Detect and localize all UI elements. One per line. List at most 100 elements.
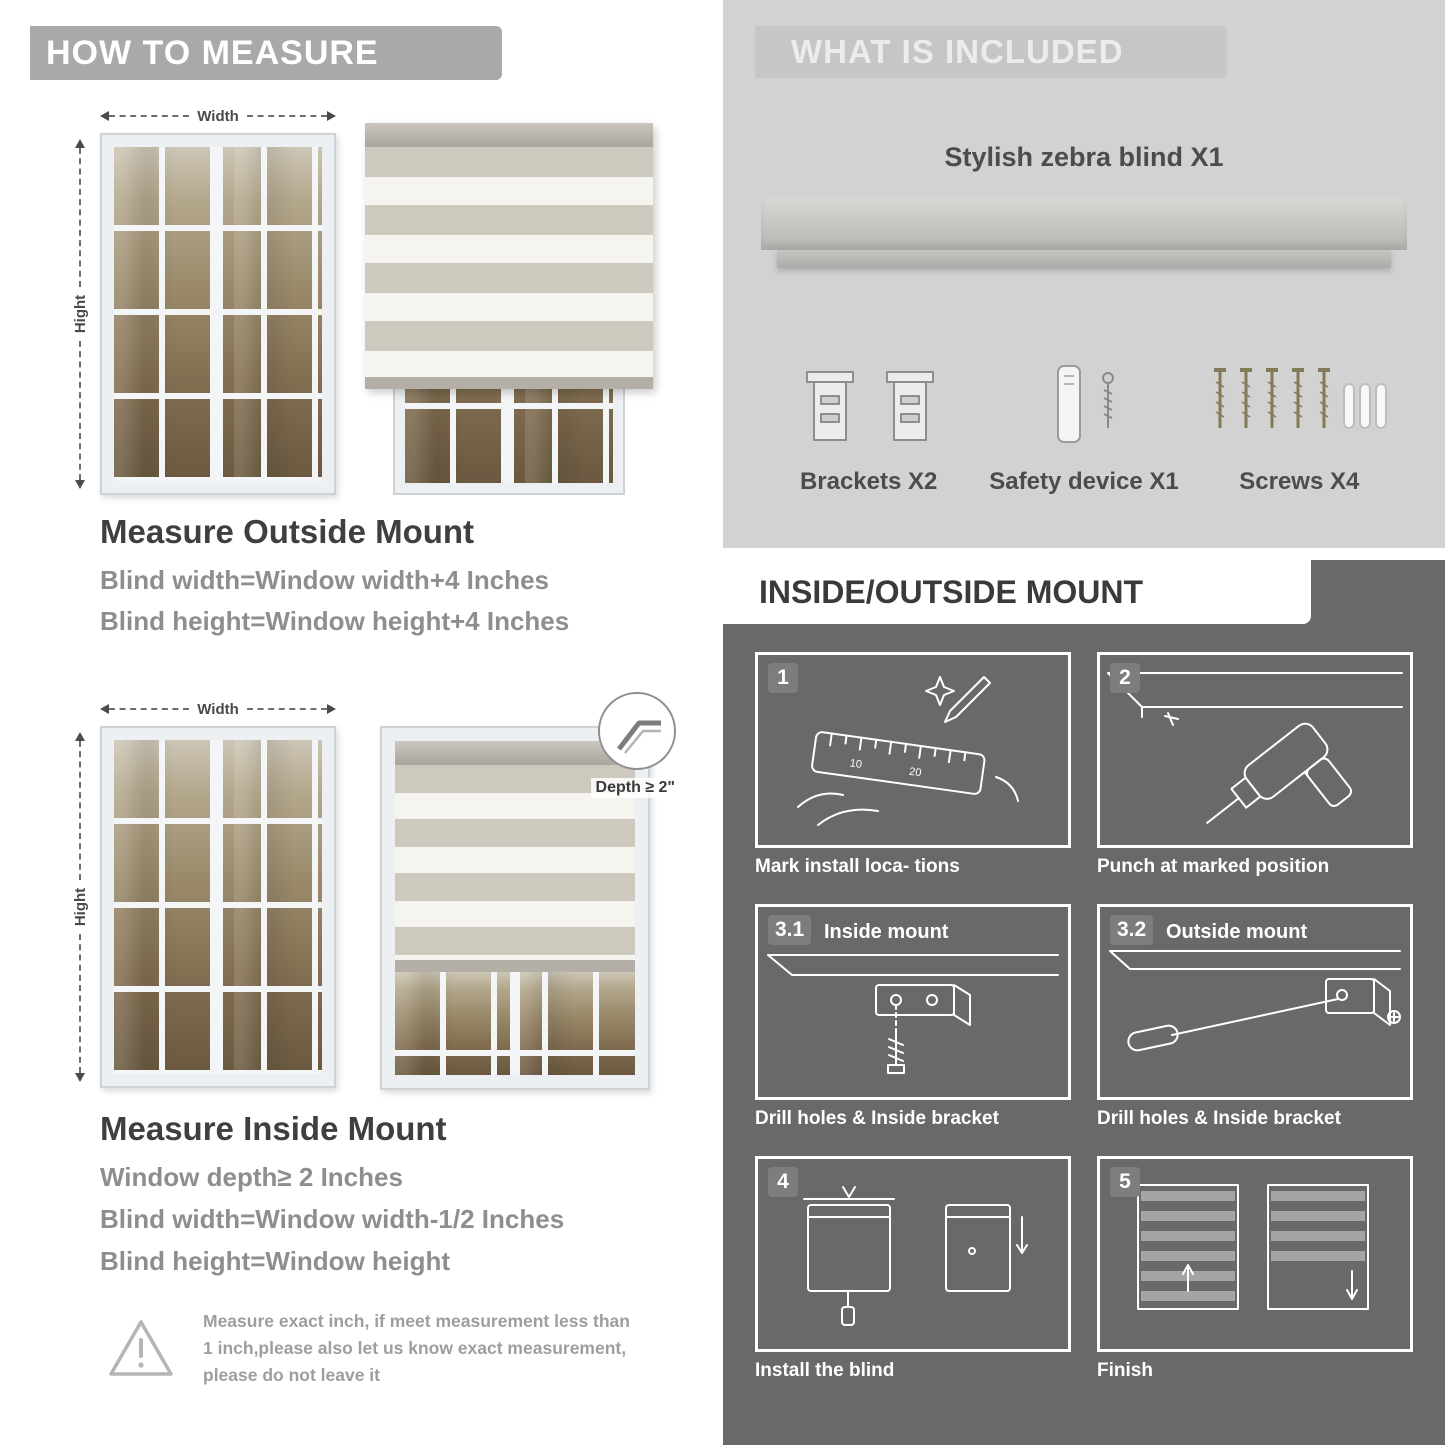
safety-device-illustration [976,330,1191,458]
drill-illustration [1107,672,1403,824]
window-panes [395,972,635,1075]
safety-device-icon [1056,365,1114,443]
step-5: 5 Finish [1097,1156,1413,1382]
brackets-icon [805,371,934,441]
screws-label: Screws X4 [1239,468,1360,495]
screws-icon [1214,368,1388,429]
outside-mount-line: Blind width=Window width+4 Inches [100,565,549,595]
step-panel-3-1: 3.1 Inside mount [755,904,1071,1100]
window-illustration [100,726,336,1088]
finish-illustration [1137,1184,1369,1310]
blind-headrail [365,123,653,147]
step-number: 5 [1110,1167,1140,1197]
depth-detail-circle [598,692,676,770]
inside-mount-heading: Measure Inside Mount [100,1110,447,1147]
inside-mount-line: Window depth≥ 2 Inches [100,1162,403,1192]
step-caption: Mark install loca- tions [755,856,960,877]
window-frame [380,726,650,1090]
step-panel-4: 4 [755,1156,1071,1352]
how-to-measure-banner: HOW TO MEASURE [30,26,502,80]
dashed-line [79,341,81,480]
arrowhead-right-icon [75,731,85,741]
step-number: 3.2 [1110,915,1154,945]
what-is-included-title: WHAT IS INCLUDED [791,33,1124,70]
dashed-line [109,708,190,710]
step-panel-5: 5 [1097,1156,1413,1352]
outside-mount-heading: Measure Outside Mount [100,513,475,550]
window-panes [114,147,322,481]
screws-illustration [1192,330,1407,458]
svg-text:20: 20 [908,766,922,780]
brackets-label: Brackets X2 [799,468,938,495]
arrowhead-left-icon [75,480,85,489]
what-is-included-section: WHAT IS INCLUDED Stylish zebra blind X1 [723,0,1445,548]
dashed-line [79,147,81,287]
width-arrow: Width [100,700,337,718]
step-number: 1 [768,663,798,693]
inside-blind-illustration: Depth ≥ 2" [380,692,680,1090]
ruler-illustration: 10 20 [797,676,1019,826]
outside-blind-illustration [365,123,653,495]
step-panel-1: 10 20 1 [755,652,1071,848]
what-is-included-banner: WHAT IS INCLUDED [755,26,1227,78]
step-number: 3.1 [768,915,812,945]
measure-warning: Measure exact inch, if meet measurement … [105,1308,645,1389]
height-label: Hight [71,294,89,334]
corner-detail-icon [617,720,661,754]
step-caption: Punch at marked position [1097,856,1330,877]
blind-headrail [395,741,635,765]
arrowhead-right-icon [75,138,85,148]
step-1: 10 20 1 Mark install loca- tions [755,652,1071,878]
step-caption: Drill holes & Inside bracket [1097,1108,1341,1129]
included-labels-row: Brackets X2 Safety device X1 Screws X4 [761,468,1407,496]
width-arrow: Width [100,107,337,125]
dashed-line [246,115,328,117]
install-blind-illustration [803,1186,1028,1326]
warning-triangle-icon [109,1319,173,1376]
step-panel-label: Inside mount [824,921,949,943]
step-number: 4 [768,1167,798,1197]
arrowhead-left-icon [75,1073,85,1082]
arrowhead-left-icon [100,111,109,121]
height-label: Hight [71,887,89,927]
step-panel-label: Outside mount [1166,921,1308,943]
dashed-line [246,708,328,710]
arrowhead-right-icon [327,704,337,714]
inside-mount-line: Blind height=Window height [100,1246,450,1276]
window-illustration [100,133,336,495]
blind-headrail-illustration [761,198,1407,268]
step-3-1: 3.1 Inside mount Drill holes & Inside br… [755,904,1071,1130]
step-number: 2 [1110,663,1140,693]
svg-text:10: 10 [849,757,863,771]
depth-label: Depth ≥ 2" [590,778,680,798]
arrowhead-left-icon [100,704,109,714]
safety-device-label: Safety device X1 [989,468,1179,495]
width-label: Width [197,107,239,125]
blind-bottomrail [365,377,653,389]
window-panes [114,740,322,1074]
how-to-measure-title: HOW TO MEASURE [46,33,379,72]
mount-title-banner: INSIDE/OUTSIDE MOUNT [723,560,1311,624]
arrowhead-right-icon [327,111,337,121]
inside-mount-line: Blind width=Window width-1/2 Inches [100,1204,565,1234]
mount-steps-grid: 10 20 1 Mark install loca- tions [755,652,1413,1382]
product-label: Stylish zebra blind X1 [944,142,1224,172]
dashed-line [79,740,81,880]
inside-mount-figure: Width Hight [70,692,690,1103]
blind-bottomrail [395,960,635,972]
warning-text: Measure exact inch, if meet measurement … [203,1311,630,1386]
step-panel-2: 2 [1097,652,1413,848]
outside-bracket-illustration [1109,950,1401,1052]
zebra-blind [365,123,653,389]
blind-stripes [365,147,653,377]
inside-bracket-illustration [767,954,1059,1074]
step-panel-3-2: 3.2 Outside mount [1097,904,1413,1100]
step-caption: Finish [1097,1360,1153,1381]
dashed-line [109,115,190,117]
outside-mount-figure: Width Hight [70,105,670,505]
width-label: Width [197,700,239,718]
step-caption: Install the blind [755,1360,895,1381]
included-items-row [761,330,1407,458]
mount-title: INSIDE/OUTSIDE MOUNT [759,573,1144,610]
dashed-line [79,934,81,1073]
